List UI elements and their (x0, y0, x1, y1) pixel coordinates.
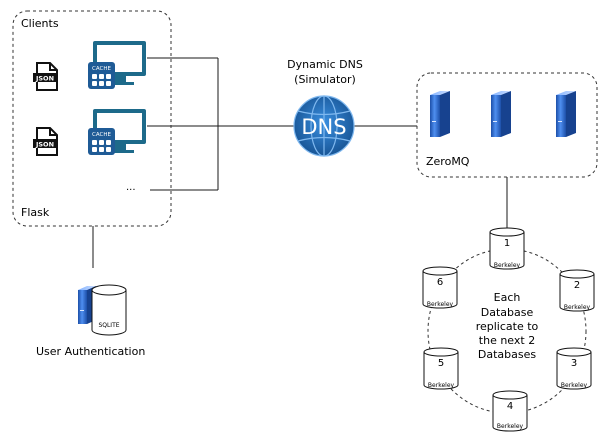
dns-title-line1: Dynamic DNS (287, 58, 363, 71)
svg-text:6: 6 (437, 277, 443, 288)
svg-text:CACHE: CACHE (92, 66, 111, 72)
replication-note: Each Database replicate to the next 2 Da… (476, 291, 539, 361)
svg-text:the next 2: the next 2 (479, 334, 535, 347)
database-icon: SQLITE (91, 284, 127, 336)
svg-text:2: 2 (574, 280, 580, 291)
zeromq-title: ZeroMQ (426, 155, 470, 168)
svg-text:Database: Database (481, 306, 534, 319)
svg-text:Berkeley: Berkeley (561, 382, 588, 389)
svg-text:SQLITE: SQLITE (98, 322, 119, 329)
client-1: JSON CACHE (33, 41, 146, 91)
ring-node-2: 2 Berkeley (559, 269, 595, 312)
svg-text:replicate to: replicate to (476, 320, 539, 333)
clients-group-box (12, 10, 172, 227)
server-icon (491, 91, 511, 137)
svg-text:Berkeley: Berkeley (494, 262, 521, 269)
cache-monitor-icon: CACHE (88, 109, 146, 155)
server-icon (430, 91, 450, 137)
zeromq-group-box (416, 72, 598, 178)
svg-text:DNS: DNS (301, 115, 346, 139)
svg-text:Berkeley: Berkeley (427, 301, 454, 308)
ring-node-1: 1 Berkeley (489, 227, 525, 270)
json-file-icon: JSON (33, 62, 58, 91)
svg-text:Databases: Databases (478, 348, 536, 361)
svg-text:5: 5 (438, 358, 444, 369)
ring-node-4: 4 Berkeley (492, 390, 528, 432)
server-icon (556, 91, 576, 137)
client-2: JSON CACHE (33, 109, 146, 156)
svg-text:Berkeley: Berkeley (497, 423, 524, 430)
more-clients-ellipsis: ... (126, 182, 136, 193)
dns-title-line2: (Simulator) (294, 73, 356, 86)
ring-node-6: 6 Berkeley (422, 266, 458, 309)
svg-text:JSON: JSON (35, 141, 54, 149)
svg-text:3: 3 (571, 358, 577, 369)
json-file-icon: JSON (33, 127, 58, 156)
svg-text:CACHE: CACHE (92, 132, 111, 138)
svg-text:Berkeley: Berkeley (564, 304, 591, 311)
svg-text:4: 4 (507, 401, 513, 412)
ring-node-3: 3 Berkeley (556, 347, 592, 390)
clients-title: Clients (21, 17, 59, 30)
dns-globe-icon: DNS (293, 95, 355, 157)
svg-text:Each: Each (494, 291, 521, 304)
auth-title: User Authentication (36, 345, 145, 358)
svg-text:1: 1 (504, 238, 510, 249)
svg-text:JSON: JSON (35, 75, 54, 83)
flask-label: Flask (21, 206, 50, 219)
ring-node-5: 5 Berkeley (423, 347, 459, 390)
svg-text:Berkeley: Berkeley (428, 382, 455, 389)
cache-monitor-icon: CACHE (88, 41, 146, 89)
